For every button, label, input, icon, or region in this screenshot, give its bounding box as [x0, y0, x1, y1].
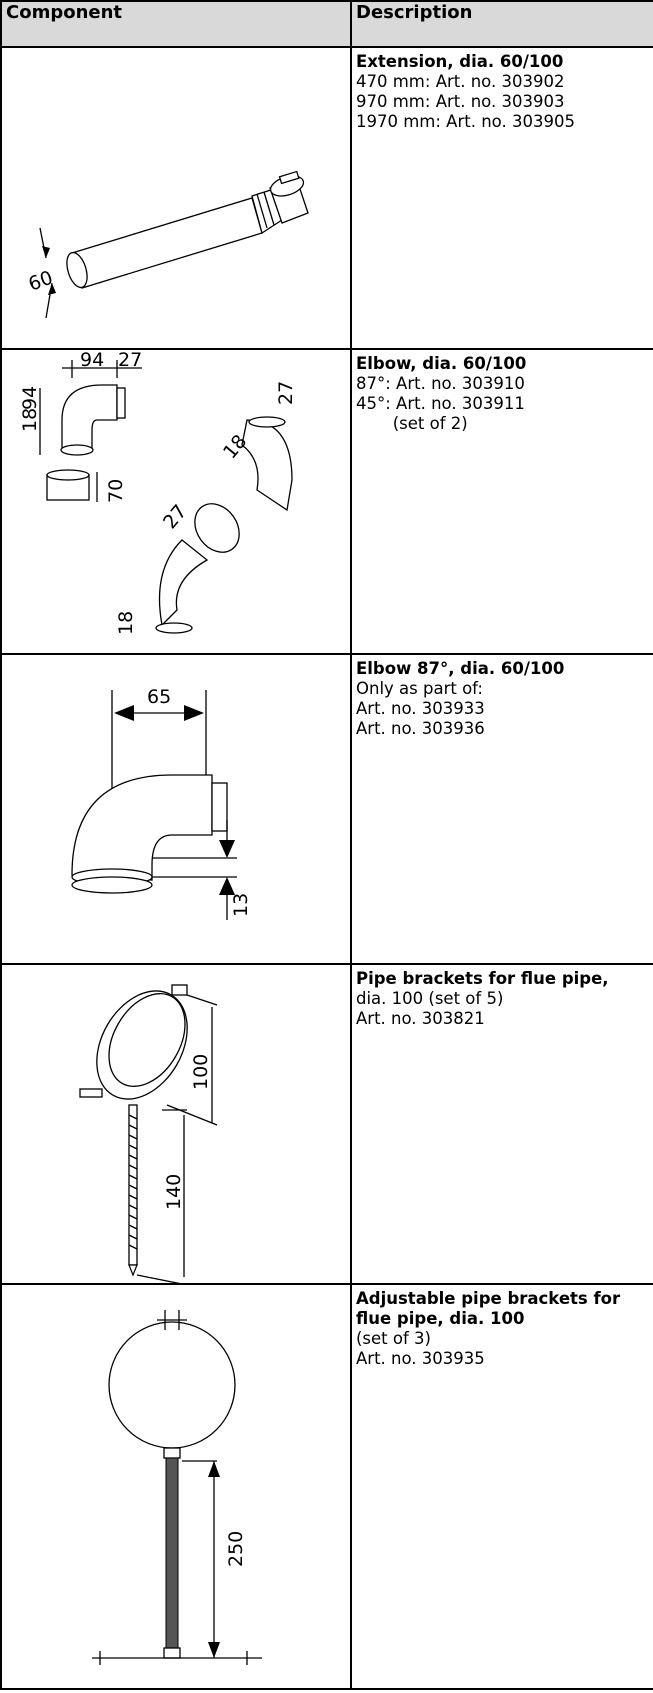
dim-27b: 27 [275, 381, 297, 405]
row-title: Elbow 87°, dia. 60/100 [356, 659, 565, 678]
adjustable-bracket-drawing: 250 [92, 1310, 262, 1665]
extension-pipe-drawing: 60 [26, 170, 309, 319]
component-cell: 94 27 18 94 70 27 18 [0, 348, 352, 655]
component-cell: 250 [0, 1283, 352, 1690]
row-line: (set of 2) [356, 414, 468, 433]
row-line: 1970 mm: Art. no. 303905 [356, 112, 575, 131]
component-cell: 100 140 [0, 963, 352, 1285]
component-cell: 60 [0, 46, 352, 350]
elbow-87-drawing: 65 13 [71, 686, 252, 920]
dim-140: 140 [163, 1174, 185, 1210]
row-line: dia. 100 (set of 5) [356, 989, 504, 1008]
description-cell: Adjustable pipe brackets for flue pipe, … [350, 1283, 653, 1690]
header-description: Description [350, 0, 653, 48]
row-title: Extension, dia. 60/100 [356, 52, 564, 71]
elbow-drawing: 94 27 18 94 70 27 18 [19, 350, 297, 635]
dim-94: 94 [80, 350, 104, 371]
pipe-bracket-drawing: 100 140 [79, 984, 218, 1283]
dim-100: 100 [190, 1054, 212, 1090]
header-component: Component [0, 0, 352, 48]
row-line: 87°: Art. no. 303910 [356, 374, 525, 393]
description-cell: Elbow 87°, dia. 60/100 Only as part of: … [350, 653, 653, 965]
row-line: Art. no. 303821 [356, 1009, 485, 1028]
dim-18c: 18 [115, 611, 137, 635]
table-row: 250 Adjustable pipe brackets for flue pi… [0, 1283, 653, 1690]
dim-27c: 27 [159, 501, 191, 534]
row-title: Elbow, dia. 60/100 [356, 354, 527, 373]
row-title-2: flue pipe, dia. 100 [356, 1309, 525, 1328]
dim-65: 65 [147, 686, 171, 708]
description-cell: Elbow, dia. 60/100 87°: Art. no. 303910 … [350, 348, 653, 655]
description-cell: Pipe brackets for flue pipe, dia. 100 (s… [350, 963, 653, 1285]
dim-27: 27 [118, 350, 142, 371]
dim-250: 250 [225, 1531, 247, 1567]
dim-13: 13 [230, 893, 252, 917]
dim-70: 70 [105, 479, 127, 503]
description-cell: Extension, dia. 60/100 470 mm: Art. no. … [350, 46, 653, 350]
row-line: Art. no. 303936 [356, 719, 485, 738]
table-row: 94 27 18 94 70 27 18 [0, 348, 653, 655]
row-line: Art. no. 303933 [356, 699, 485, 718]
component-cell: 65 13 [0, 653, 352, 965]
table-row: 60 Extension, dia. 60/100 470 mm: Art. n… [0, 46, 653, 350]
row-line: 470 mm: Art. no. 303902 [356, 72, 565, 91]
row-line: Art. no. 303935 [356, 1349, 485, 1368]
row-title: Adjustable pipe brackets for [356, 1289, 621, 1308]
table-row: 65 13 Elbow 87°, dia. 60/100 Only as par… [0, 653, 653, 965]
row-line: (set of 3) [356, 1329, 431, 1348]
row-line: 45°: Art. no. 303911 [356, 394, 525, 413]
row-line: 970 mm: Art. no. 303903 [356, 92, 565, 111]
header-row: Component Description [0, 0, 653, 48]
row-line: Only as part of: [356, 679, 483, 698]
dim-18: 18 [19, 408, 41, 432]
dim-94b: 94 [19, 386, 41, 410]
table-row: 100 140 Pipe brackets for flue pipe, dia… [0, 963, 653, 1285]
row-title: Pipe brackets for flue pipe, [356, 969, 609, 988]
